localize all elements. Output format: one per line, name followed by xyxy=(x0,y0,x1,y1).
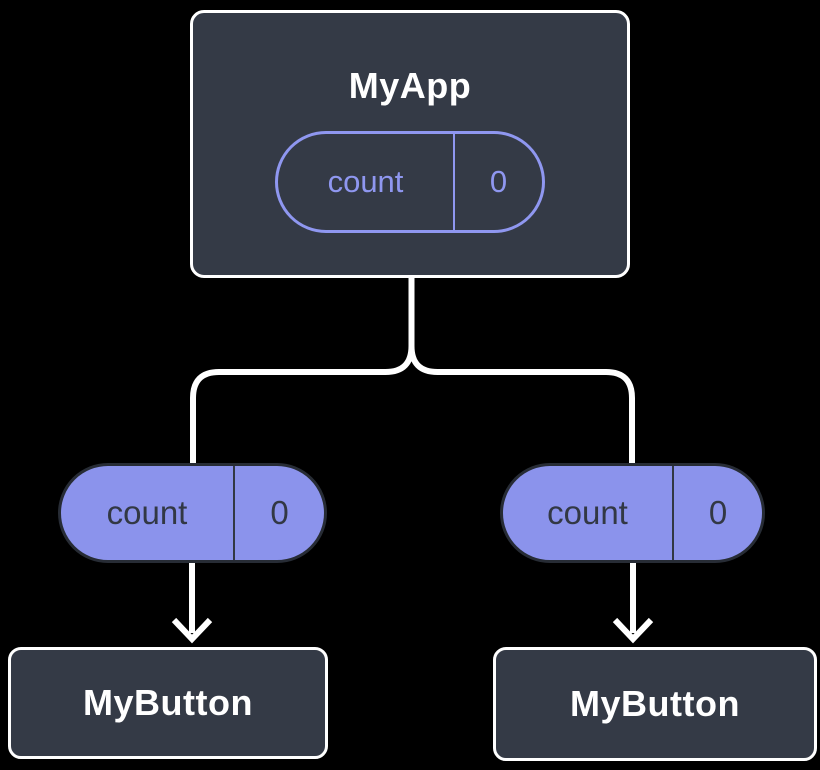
mybutton-right-title: MyButton xyxy=(570,683,740,724)
myapp-title: MyApp xyxy=(348,65,472,106)
state-pill-label: count xyxy=(327,164,404,199)
arrow-right-head-icon xyxy=(612,617,654,644)
mybutton-node-left: MyButton xyxy=(8,647,328,759)
prop-pill-left-value: 0 xyxy=(233,466,324,560)
prop-pill-left: count 0 xyxy=(58,463,327,563)
mybutton-node-right: MyButton xyxy=(493,647,817,761)
arrow-left-head-icon xyxy=(171,617,213,644)
prop-pill-right-value: 0 xyxy=(672,466,762,560)
prop-pill-right: count 0 xyxy=(500,463,765,563)
prop-pill-right-label: count xyxy=(547,494,628,531)
connector-branch-right-line xyxy=(408,278,635,464)
state-pill-value: 0 xyxy=(453,134,542,230)
mybutton-left-title: MyButton xyxy=(83,682,253,723)
myapp-node: MyApp count 0 xyxy=(190,10,630,278)
myapp-state-pill: count 0 xyxy=(275,131,545,233)
prop-pill-left-label: count xyxy=(106,494,188,531)
connector-branch-left-line xyxy=(190,278,415,464)
